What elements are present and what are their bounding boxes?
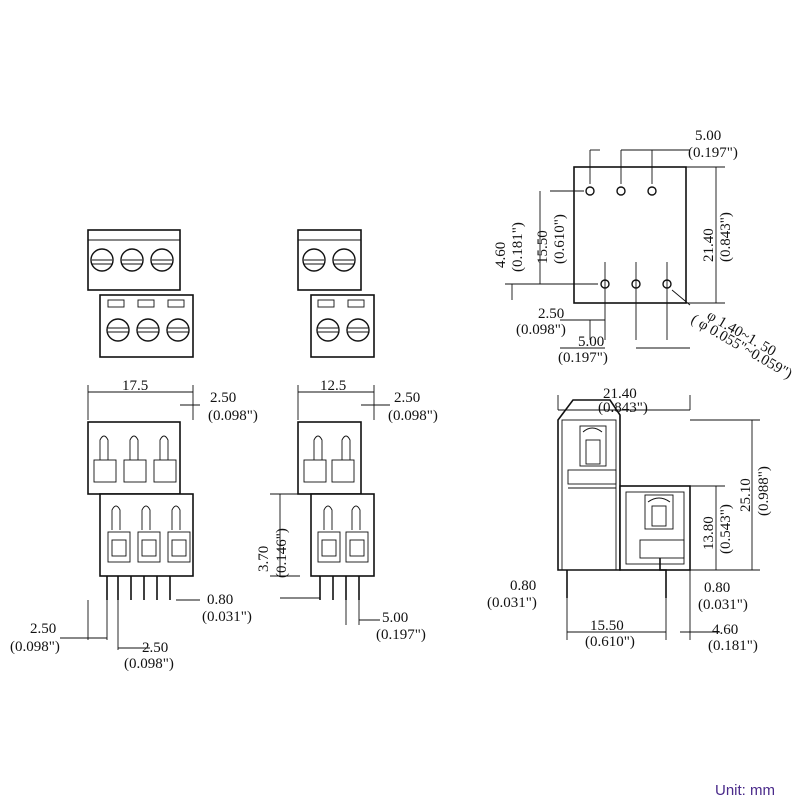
dim-side-span-in: (0.610") xyxy=(585,634,635,650)
dim-side-depth-in: (0.843") xyxy=(598,400,648,416)
dim-top-pitch-in: (0.197") xyxy=(688,145,738,161)
dim-pin-width-mm: 0.80 xyxy=(207,592,233,608)
dim-hole-offset-mm: 2.50 xyxy=(538,306,564,322)
front-view-2pole xyxy=(297,421,375,600)
dim-standoff-in: (0.146") xyxy=(274,528,290,578)
dim-side-offset-mm: 4.60 xyxy=(712,622,738,638)
dim-row-offset-in: (0.181") xyxy=(510,222,526,272)
dim-depth-mm: 21.40 xyxy=(701,228,717,262)
dim-pin-offset-right-in: (0.098") xyxy=(124,656,174,672)
dim-side-span-mm: 15.50 xyxy=(590,618,624,634)
dim-pin-pitch2-in: (0.098") xyxy=(388,408,438,424)
front-view-3pole xyxy=(87,421,194,600)
dim-top-pitch-mm: 5.00 xyxy=(695,128,721,144)
dim-hole-pitch-mm: 5.00 xyxy=(578,334,604,350)
top-view-3pole xyxy=(87,229,194,358)
dim-row-span-in: (0.610") xyxy=(552,214,568,264)
dim-side-depth-mm: 21.40 xyxy=(603,386,637,402)
dim-side-pin-l-mm: 0.80 xyxy=(510,578,536,594)
dim-standoff-mm: 3.70 xyxy=(256,546,272,572)
dim-pitch5-mm: 5.00 xyxy=(382,610,408,626)
dim-side-height-mm: 25.10 xyxy=(738,478,754,512)
dim-pin-offset-left-in: (0.098") xyxy=(10,639,60,655)
dim-hole-offset-in: (0.098") xyxy=(516,322,566,338)
dim-pin-pitch-mm: 2.50 xyxy=(210,390,236,406)
dim-row-span-mm: 15.50 xyxy=(535,230,551,264)
dim-pin-offset-left-mm: 2.50 xyxy=(30,621,56,637)
dim-side-pin-r-in: (0.031") xyxy=(698,597,748,613)
pcb-footprint xyxy=(505,149,725,349)
dim-lower-height-mm: 13.80 xyxy=(701,516,717,550)
dim-side-pin-l-in: (0.031") xyxy=(487,595,537,611)
dim-pin-pitch-in: (0.098") xyxy=(208,408,258,424)
dim-pin-width-in: (0.031") xyxy=(202,609,252,625)
dim-2pole-width: 12.5 xyxy=(320,378,346,394)
dim-pitch5-in: (0.197") xyxy=(376,627,426,643)
dim-hole-dia-in: ( φ 0.055"~0.059") xyxy=(688,312,795,383)
front-dimension-lines xyxy=(60,385,390,650)
dim-lower-height-in: (0.543") xyxy=(718,504,734,554)
dim-side-height-in: (0.988") xyxy=(756,466,772,516)
dim-hole-pitch-in: (0.197") xyxy=(558,350,608,366)
dim-row-offset-mm: 4.60 xyxy=(493,242,509,268)
unit-label: Unit: mm xyxy=(715,782,775,799)
dim-pin-offset-right-mm: 2.50 xyxy=(142,640,168,656)
dim-pin-pitch2-mm: 2.50 xyxy=(394,390,420,406)
dim-depth-in: (0.843") xyxy=(718,212,734,262)
side-view xyxy=(557,395,760,640)
dim-3pole-width: 17.5 xyxy=(122,378,148,394)
dim-side-pin-r-mm: 0.80 xyxy=(704,580,730,596)
top-view-2pole xyxy=(297,229,375,358)
dim-side-offset-in: (0.181") xyxy=(708,638,758,654)
